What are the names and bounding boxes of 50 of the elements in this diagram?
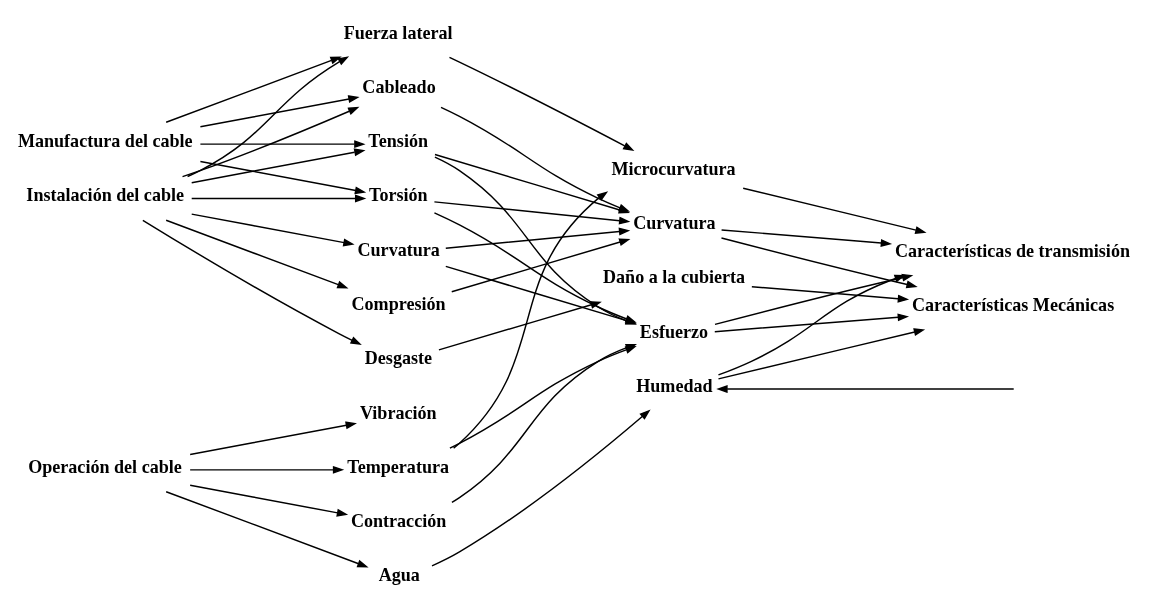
arrow [189,465,345,474]
node-text: Agua [378,564,420,585]
arrow [191,147,366,183]
node-text: Manufactura del cable [17,130,193,151]
arrow [714,312,910,332]
arrow [199,160,367,194]
arrow [191,193,367,202]
node-text: Tensión [368,130,429,151]
node-text: Compresión [351,293,446,314]
arrow [452,190,609,449]
arrow [165,56,342,123]
node-text: Instalación del cable [26,184,185,205]
arrow [720,236,918,288]
arrow [742,186,927,234]
arrow [189,420,357,455]
arrow [714,273,914,325]
node-text: Contracción [350,510,447,531]
arrow [720,228,893,247]
arrow [445,227,631,249]
arrow [199,139,366,148]
arrow [181,106,360,177]
arrow [189,484,349,517]
arrow [716,384,1015,393]
arrow [142,219,362,345]
node-text: Fuerza lateral [343,22,453,43]
node-text: Humedad [636,375,713,396]
node-text: Vibración [359,402,437,423]
node-text: Características Mecánicas [911,294,1115,315]
node-text: Microcurvatura [611,158,736,179]
node-text: Características de transmisión [895,240,1130,261]
arrow [165,490,369,567]
arrow [438,300,602,351]
arrow [431,408,651,567]
node-text: Esfuerzo [639,321,709,342]
node-text: Cableado [362,76,436,97]
node-text: Daño a la cubierta [603,266,746,287]
node-text: Curvatura [633,212,716,233]
arrow [451,237,631,293]
arrow [186,55,350,177]
arrow [199,94,360,128]
arrow [191,212,355,246]
node-text: Operación del cable [28,456,182,477]
arrow [717,327,926,380]
arrow [165,219,349,288]
arrow [751,285,910,303]
node-text: Curvatura [357,239,440,260]
node-text: Temperatura [347,456,450,477]
node-text: Torsión [368,184,428,205]
node-text: Desgaste [364,347,433,368]
arrow [448,56,635,151]
